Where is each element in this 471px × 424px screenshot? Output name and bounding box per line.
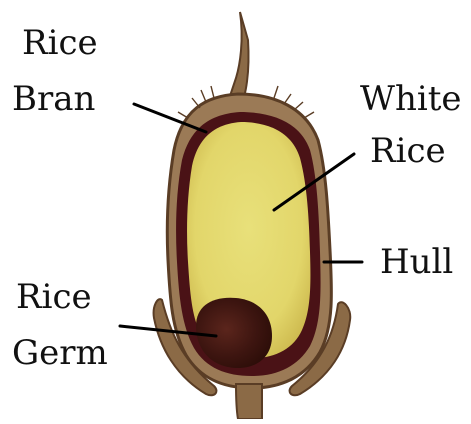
rice-bran-label-line1: Rice: [22, 22, 98, 64]
rice-bran-label-line2: Bran: [12, 78, 95, 120]
hull-label: Hull: [380, 241, 453, 283]
white-rice-label-line1: White: [360, 78, 462, 120]
stem-base: [236, 384, 262, 419]
rice-germ-label-line2: Germ: [12, 332, 108, 374]
rice-germ-label-line1: Rice: [16, 276, 92, 318]
white-rice-label-line2: Rice: [370, 130, 446, 172]
